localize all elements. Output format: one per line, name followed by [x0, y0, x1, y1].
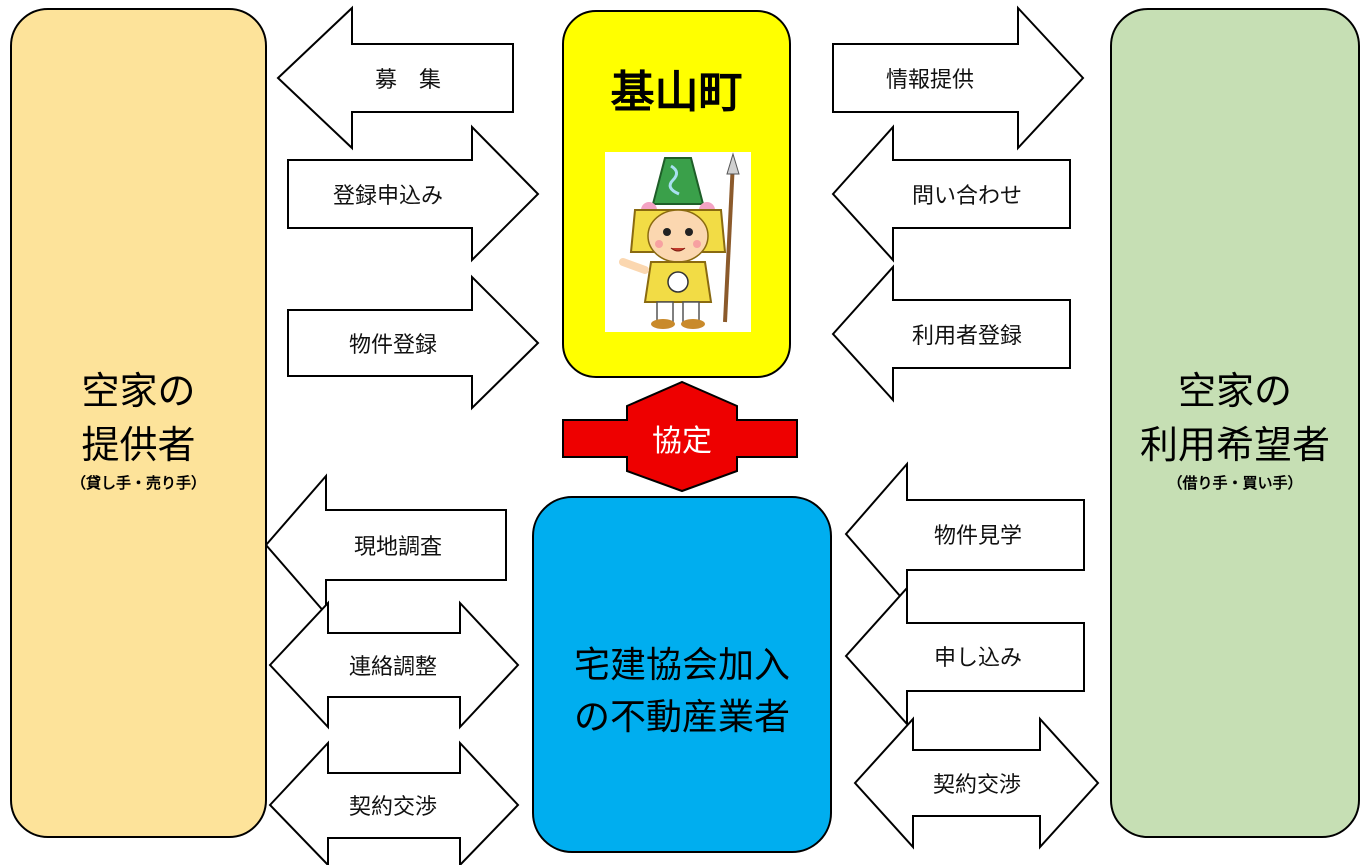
arrow-inquiry	[831, 124, 1071, 263]
agent-title-line2: の不動産業者	[573, 697, 790, 738]
label-contract-negotiation-right: 契約交渉	[932, 773, 1022, 798]
user-box: 空家の 利用希望者 （借り手・買い手）	[1110, 8, 1360, 838]
arrow-user-registration	[831, 264, 1071, 403]
label-site-survey: 現地調査	[353, 535, 443, 560]
user-title-line2: 利用希望者	[1139, 423, 1330, 467]
arrow-recruit	[276, 5, 514, 151]
provider-box: 空家の 提供者 （貸し手・売り手）	[10, 8, 267, 838]
agreement-arrow	[562, 380, 798, 493]
town-box: 基山町	[562, 10, 791, 378]
label-registration-application: 登録申込み	[332, 184, 444, 209]
arrow-information-provision	[832, 5, 1085, 151]
label-user-registration: 利用者登録	[911, 324, 1023, 349]
provider-note: （貸し手・売り手）	[70, 474, 206, 492]
label-property-registration: 物件登録	[348, 333, 438, 358]
agreement-label: 協定	[652, 424, 712, 459]
agent-box: 宅建協会加入 の不動産業者	[532, 496, 832, 853]
provider-title-line2: 提供者	[81, 423, 196, 467]
label-information-provision: 情報提供	[885, 68, 975, 93]
label-property-viewing: 物件見学	[933, 524, 1023, 549]
provider-title-line1: 空家の	[81, 369, 196, 413]
arrow-registration-application	[287, 124, 540, 263]
town-name: 基山町	[610, 67, 743, 118]
arrow-contract-negotiation-right	[853, 716, 1100, 850]
label-application: 申し込み	[933, 646, 1023, 671]
user-note: （借り手・買い手）	[1167, 474, 1303, 492]
label-contract-negotiation-left: 契約交渉	[348, 795, 438, 820]
label-inquiry: 問い合わせ	[911, 184, 1023, 209]
arrow-liaison	[268, 600, 520, 730]
arrow-property-registration	[287, 274, 540, 411]
arrow-application	[844, 585, 1085, 727]
arrow-contract-negotiation-left	[268, 740, 520, 865]
agent-title-line1: 宅建協会加入	[573, 645, 790, 686]
label-liaison: 連絡調整	[348, 655, 438, 680]
user-title-line1: 空家の	[1177, 369, 1292, 413]
label-recruit: 募 集	[374, 68, 442, 93]
mascot-character-icon	[605, 152, 751, 332]
